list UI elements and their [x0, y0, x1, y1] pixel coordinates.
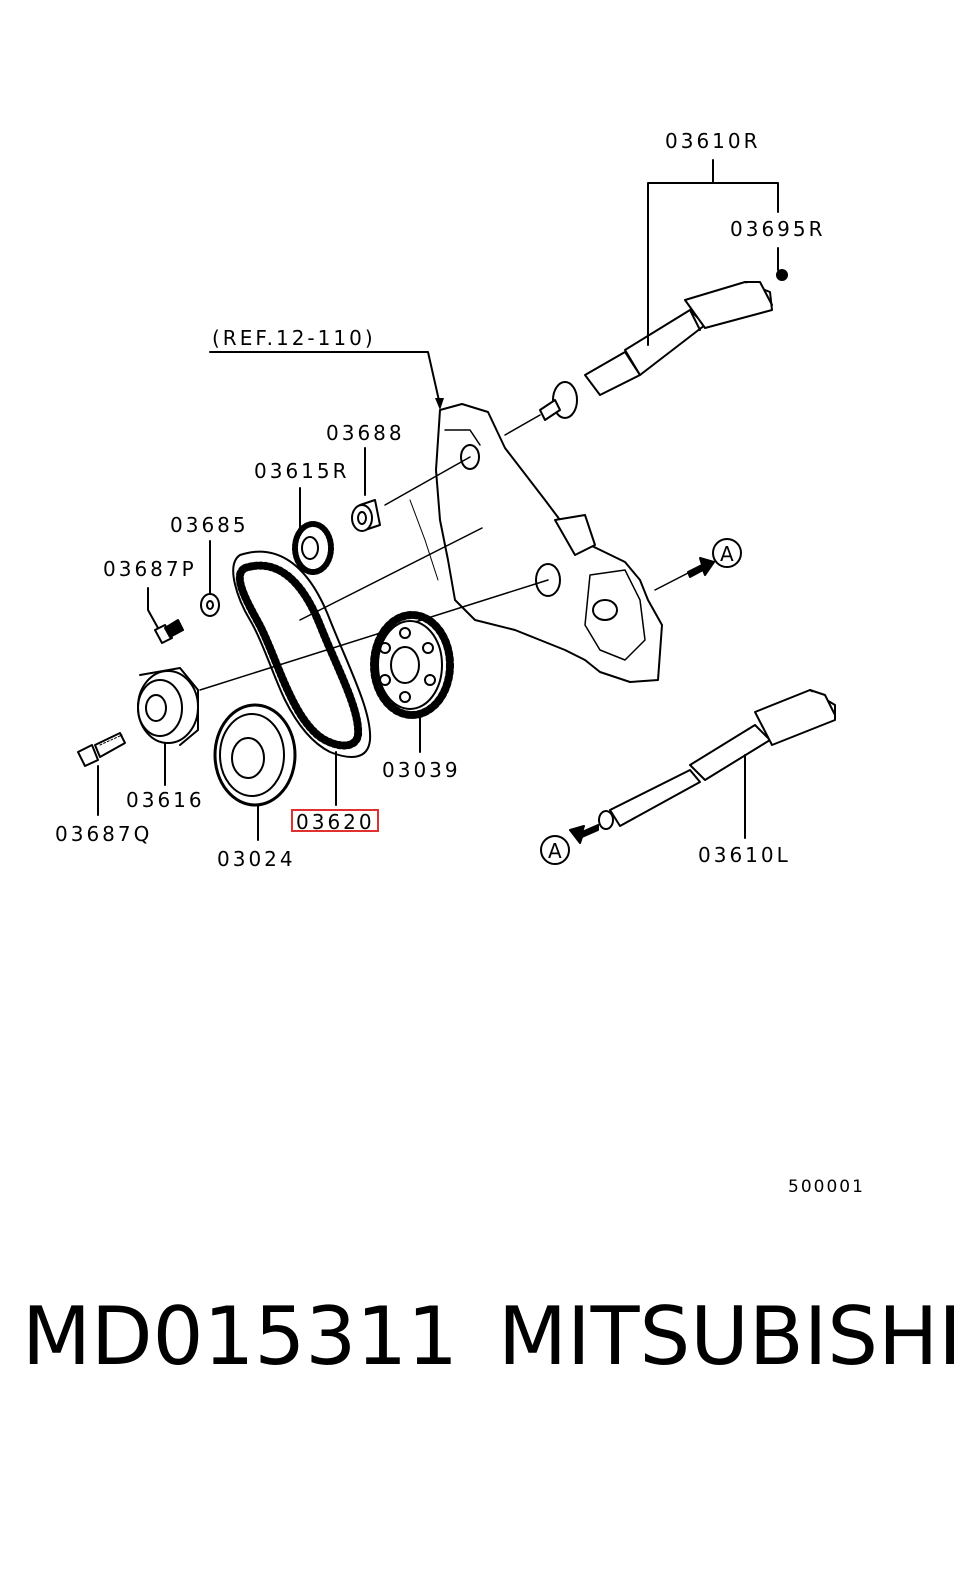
sprocket-03615R: [292, 521, 334, 575]
callout-03039: 03039: [382, 758, 461, 782]
part-number: MD015311: [22, 1290, 459, 1383]
callout-03616: 03616: [126, 788, 205, 812]
callout-03685: 03685: [170, 513, 249, 537]
spacer-03688: [351, 499, 381, 532]
center-lines: [199, 414, 691, 691]
timing-belt-03620: [232, 550, 372, 758]
callout-03610L: 03610L: [698, 843, 791, 867]
callout-03615R: 03615R: [254, 459, 350, 483]
engine-housing: [409, 403, 663, 683]
ref-label: (REF.12-110): [212, 326, 376, 350]
washer-03685: [200, 593, 220, 617]
marker-a-lower: A: [548, 839, 565, 863]
callout-03687Q: 03687Q: [55, 822, 152, 846]
callout-03688: 03688: [326, 421, 405, 445]
balance-shaft-right: [539, 269, 788, 421]
callout-03610R: 03610R: [665, 129, 761, 153]
parts-diagram: (REF.12-110) 03610R 03695R 03688 03615R …: [55, 129, 865, 1197]
sprocket-03039: [370, 611, 454, 719]
bolt-03687P: [154, 619, 184, 644]
brand-name: MITSUBISHI: [498, 1290, 960, 1383]
leader-lines: [97, 159, 779, 841]
figure-code: 500001: [788, 1177, 865, 1197]
arrow-a-upper: [687, 557, 715, 578]
balance-shaft-left: [598, 689, 836, 830]
tensioner-pulley-03616: [137, 667, 199, 746]
arrow-a-lower: [569, 824, 599, 844]
footer: MD015311 MITSUBISHI: [0, 1290, 960, 1400]
marker-a-upper: A: [720, 542, 737, 566]
highlight-box-03620: [291, 809, 379, 832]
callout-03024: 03024: [217, 847, 296, 871]
pulley-03024: [213, 703, 297, 807]
bolt-03687Q: [77, 732, 126, 767]
callout-03687P: 03687P: [103, 557, 197, 581]
callout-03695R: 03695R: [730, 217, 826, 241]
callout-03620: 03620: [296, 810, 375, 834]
